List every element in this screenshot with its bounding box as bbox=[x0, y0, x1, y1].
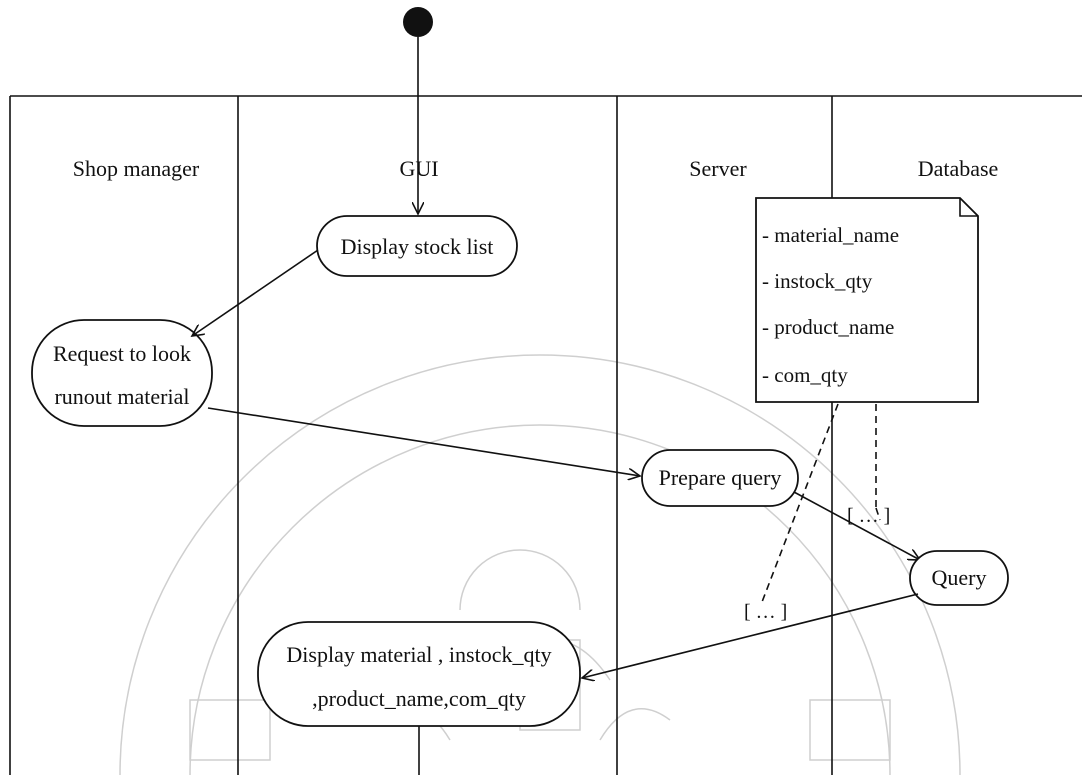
action-display-material-line1: Display material , instock_qty bbox=[286, 642, 551, 667]
guard-label: [ … ] bbox=[847, 505, 890, 527]
flow-prepare-to-query bbox=[793, 491, 920, 560]
flow-request-to-prepare-query bbox=[207, 407, 640, 476]
note-item: - instock_qty bbox=[762, 269, 873, 293]
action-display-stock-list: Display stock list bbox=[316, 215, 518, 277]
action-display-material: Display material , instock_qty ,product_… bbox=[257, 621, 581, 727]
action-query: Query bbox=[909, 550, 1009, 606]
note-item: - com_qty bbox=[762, 363, 848, 387]
action-prepare-query: Prepare query bbox=[641, 449, 799, 507]
note-item: - product_name bbox=[762, 315, 894, 339]
action-display-stock-list-label: Display stock list bbox=[341, 234, 494, 259]
action-request-runout-material: Request to look runout material bbox=[31, 319, 213, 427]
lane-title-gui: GUI bbox=[399, 156, 438, 181]
swimlane-frame bbox=[9, 95, 1082, 775]
lane-title-server: Server bbox=[689, 156, 747, 181]
action-prepare-query-label: Prepare query bbox=[659, 465, 782, 490]
guard-label: [ … ] bbox=[744, 601, 787, 623]
action-query-label: Query bbox=[932, 565, 987, 590]
flow-query-to-display-material bbox=[582, 593, 919, 678]
action-request-label-line1: Request to look bbox=[53, 341, 191, 366]
data-note: - material_name - instock_qty - product_… bbox=[755, 197, 979, 403]
initial-node bbox=[403, 7, 433, 37]
note-item: - material_name bbox=[762, 223, 899, 247]
lane-title-shop-manager: Shop manager bbox=[73, 156, 200, 181]
dashed-link-guard-connector bbox=[875, 507, 881, 521]
flow-display-stock-to-request bbox=[192, 249, 319, 336]
lane-title-database: Database bbox=[918, 156, 999, 181]
dashed-link-note-to-query bbox=[875, 404, 878, 509]
action-request-label-line2: runout material bbox=[54, 384, 189, 409]
action-display-material-line2: ,product_name,com_qty bbox=[312, 686, 526, 711]
